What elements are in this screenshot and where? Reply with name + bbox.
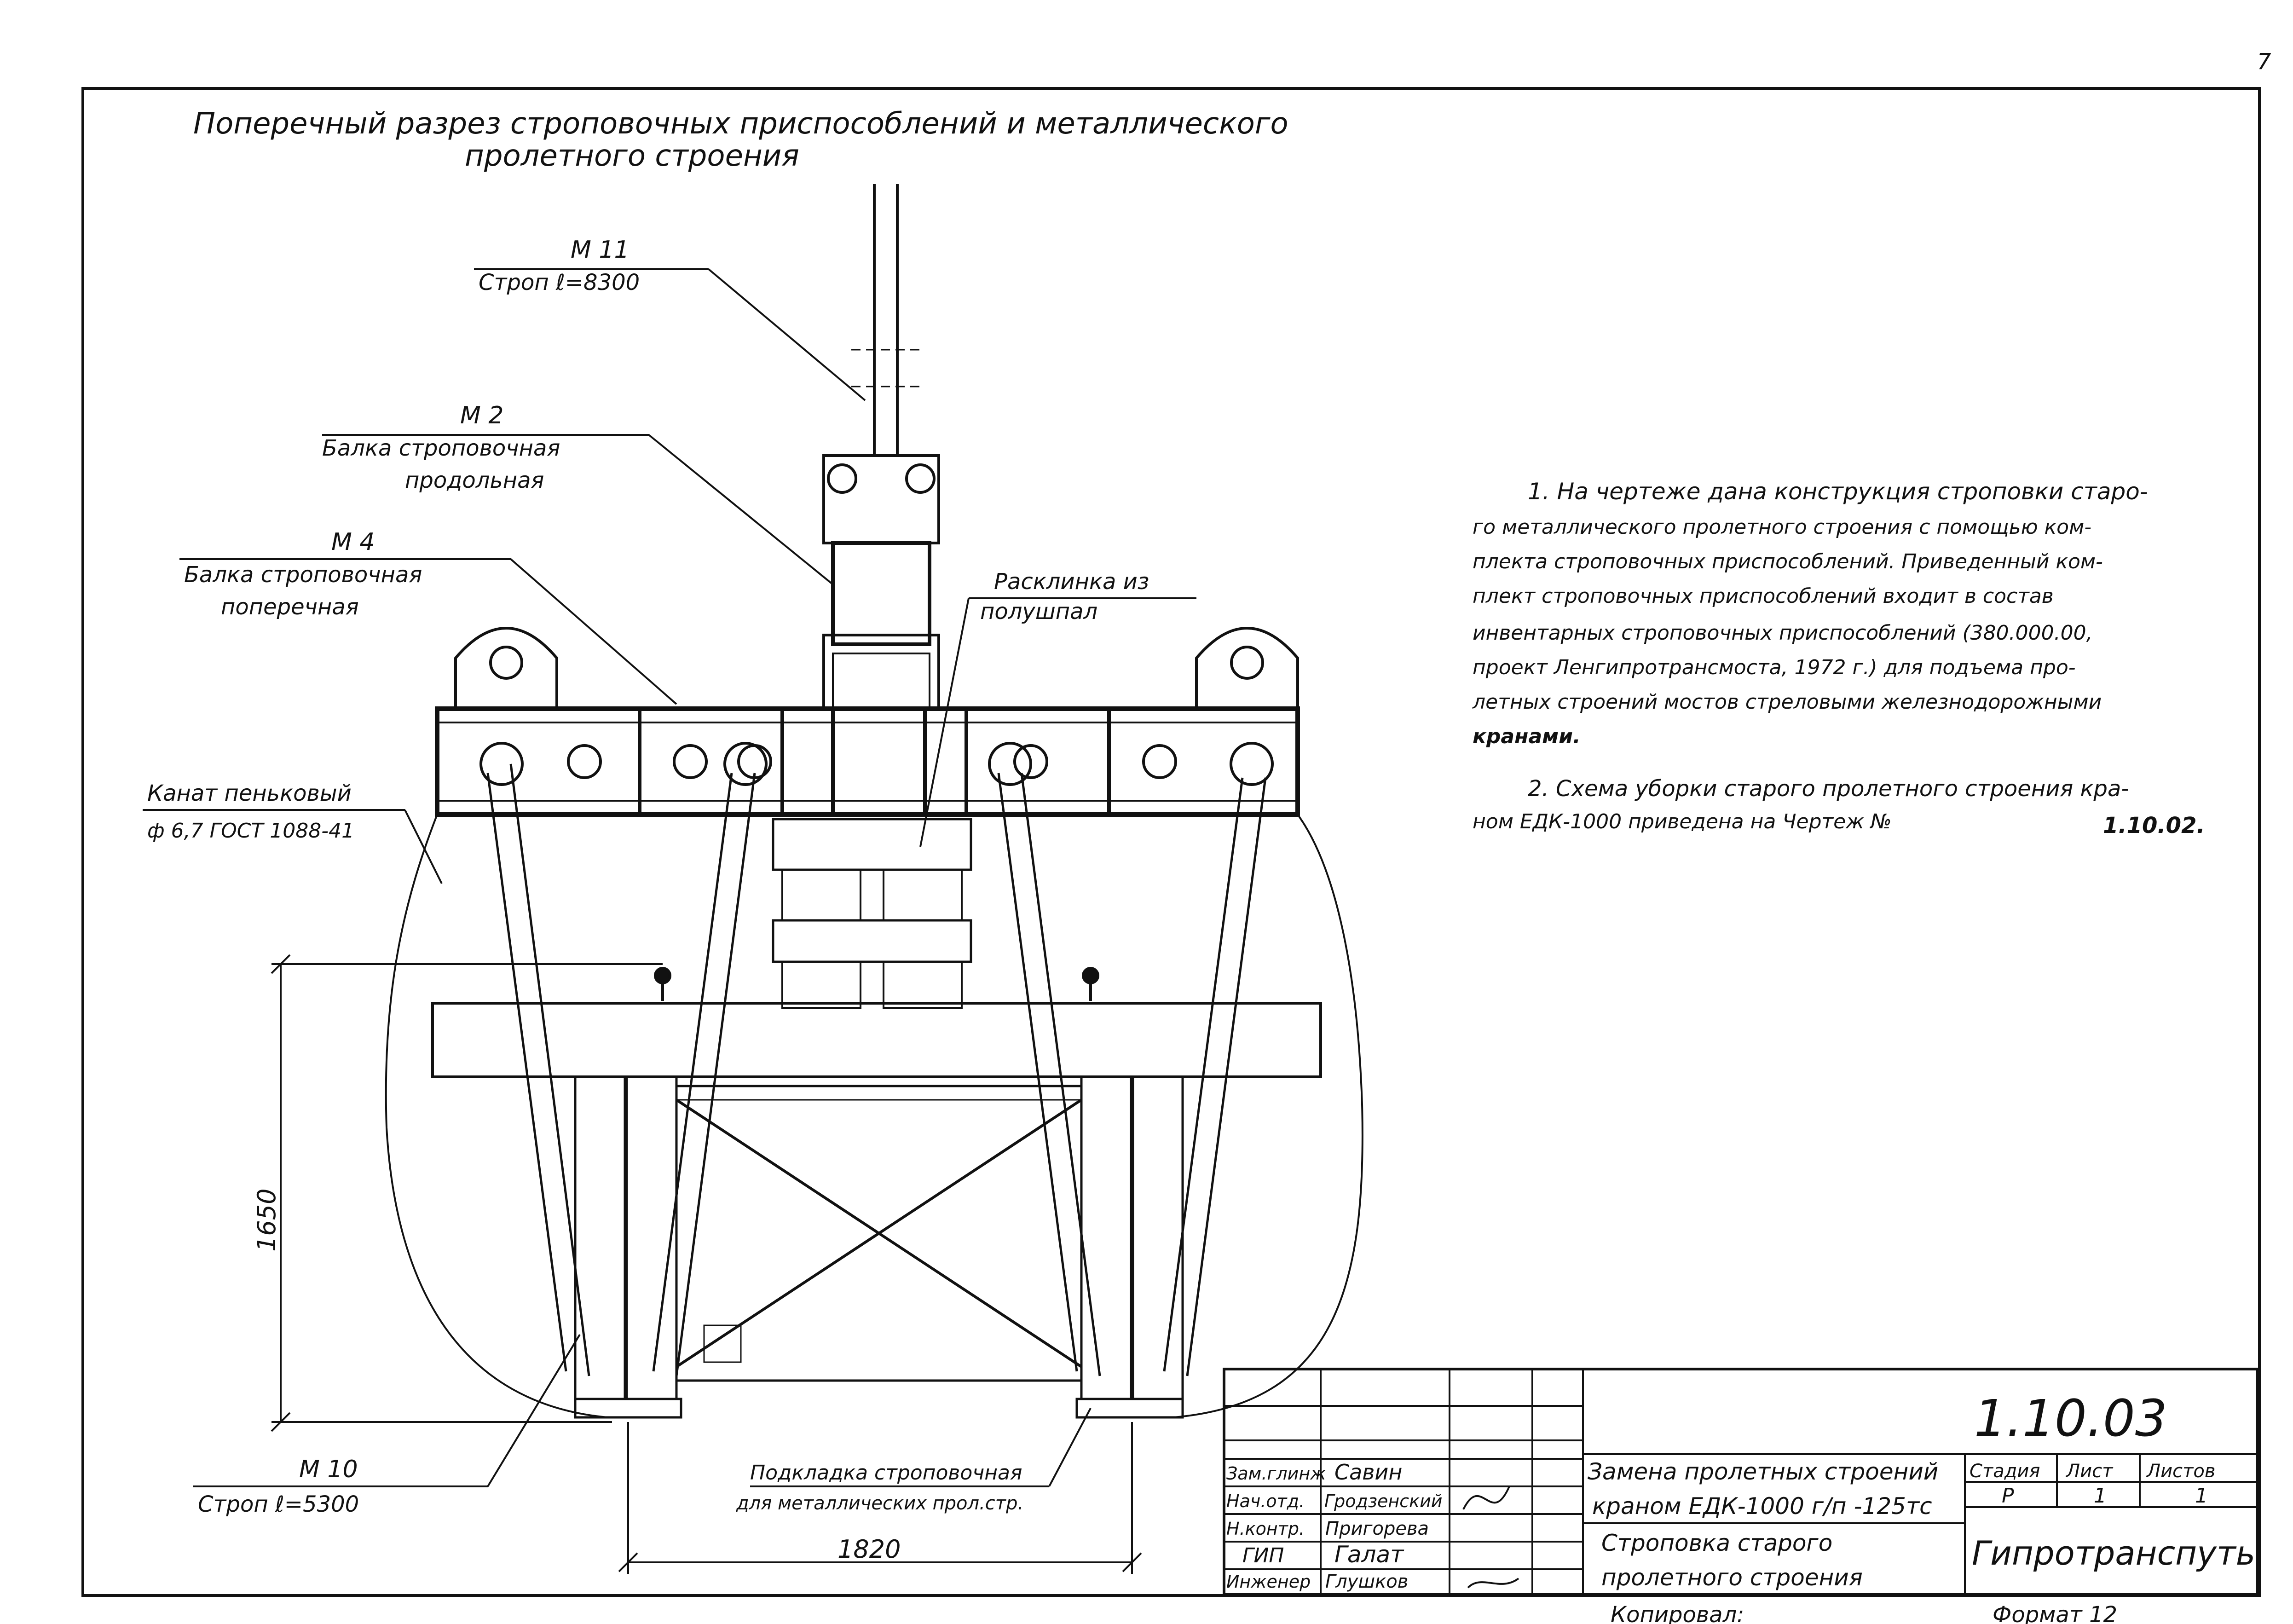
callout-m11-mark: М 11 <box>571 236 630 264</box>
note-line-1: 1. На чертеже дана конструкция строповки… <box>1528 478 2148 505</box>
role-2: Нач.отд. <box>1226 1491 1305 1511</box>
project-line-2: краном ЕДК-1000 г/п -125тс <box>1592 1493 1932 1520</box>
callout-wedge-desc-2: полушпал <box>980 599 1097 624</box>
footer-copied: Копировал: <box>1611 1602 1744 1624</box>
role-1: Зам.глинж <box>1226 1463 1326 1484</box>
title-block: 1.10.03 Зам.глинж Нач.отд. Н.контр. ГИП … <box>1223 1368 2258 1596</box>
callout-pad-desc-1: Подкладка строповочная <box>750 1461 1022 1485</box>
sheet-value: 1 <box>2094 1484 2107 1508</box>
callout-m10-mark: М 10 <box>299 1456 358 1483</box>
role-4: ГИП <box>1242 1544 1284 1567</box>
note-line-2: го металлического пролетного строения с … <box>1473 515 2091 539</box>
role-5: Инженер <box>1226 1572 1311 1592</box>
callout-rope-desc-2: ф 6,7 ГОСТ 1088-41 <box>147 819 354 843</box>
name-1: Савин <box>1334 1460 1402 1485</box>
organization-name: Гипротранспуть <box>1972 1534 2255 1572</box>
name-4: Галат <box>1334 1541 1404 1568</box>
stage-value: Р <box>2002 1484 2014 1508</box>
callout-m2-desc-1: Балка строповочная <box>322 435 560 461</box>
signature-icon <box>1462 1486 1519 1589</box>
callout-rope-desc-1: Канат пеньковый <box>147 780 352 806</box>
project-line-1: Замена пролетных строений <box>1588 1458 1938 1485</box>
footer-format: Формат 12 <box>1993 1602 2117 1624</box>
stage-label: Стадия <box>1970 1461 2040 1482</box>
note-line-7: летных строений мостов стреловыми железн… <box>1472 690 2102 714</box>
sheet-label: Лист <box>2065 1461 2114 1482</box>
leader-lines <box>143 268 1196 1487</box>
role-3: Н.контр. <box>1226 1519 1305 1539</box>
callout-m2-desc-2: продольная <box>405 468 544 493</box>
note-line-4: плект строповочных приспособлений входит… <box>1473 584 2054 608</box>
name-5: Глушков <box>1325 1571 1408 1592</box>
callout-pad-desc-2: для металлических прол.стр. <box>736 1493 1023 1514</box>
note-line-5: инвентарных строповочных приспособлений … <box>1473 621 2093 645</box>
name-3: Пригорева <box>1325 1518 1429 1539</box>
dimension-lines <box>271 954 1142 1574</box>
notes-block: 1. На чертеже дана конструкция строповки… <box>1472 478 2205 838</box>
note-reference: 1.10.02. <box>2103 813 2205 838</box>
note-line-10: ном ЕДК-1000 приведена на Чертеж № <box>1473 810 1892 833</box>
name-2: Гродзенский <box>1324 1491 1442 1511</box>
page-number: 7 <box>2257 49 2271 75</box>
dimension-height: 1650 <box>252 1189 281 1252</box>
callout-m4-desc-2: поперечная <box>221 594 359 620</box>
drawing-line-1: Строповка старого <box>1601 1530 1832 1556</box>
title-line-2: пролетного строения <box>465 139 799 173</box>
sheets-label: Листов <box>2146 1461 2215 1482</box>
sheets-value: 1 <box>2195 1484 2208 1508</box>
callout-wedge-desc-1: Расклинка из <box>994 569 1149 595</box>
sheet-code: 1.10.03 <box>1974 1389 2167 1448</box>
title-line-1: Поперечный разрез строповочных приспособ… <box>193 107 1288 141</box>
note-line-8: кранами. <box>1473 725 1581 748</box>
dimension-width: 1820 <box>837 1535 901 1564</box>
drawing-line-2: пролетного строения <box>1601 1564 1863 1591</box>
note-line-3: плекта строповочных приспособлений. Прив… <box>1473 550 2103 573</box>
callout-m10-desc: Строп ℓ=5300 <box>198 1491 359 1517</box>
callout-m4-mark: М 4 <box>331 528 375 556</box>
structure-drawing <box>385 184 1363 1419</box>
note-line-9: 2. Схема уборки старого пролетного строе… <box>1528 776 2129 802</box>
callout-m11-desc: Строп ℓ=8300 <box>479 270 640 295</box>
sheet-frame <box>81 87 2261 1597</box>
callout-m2-mark: М 2 <box>460 402 503 429</box>
callout-m4-desc-1: Балка строповочная <box>184 562 422 588</box>
note-line-6: проект Ленгипротрансмоста, 1972 г.) для … <box>1473 656 2076 679</box>
